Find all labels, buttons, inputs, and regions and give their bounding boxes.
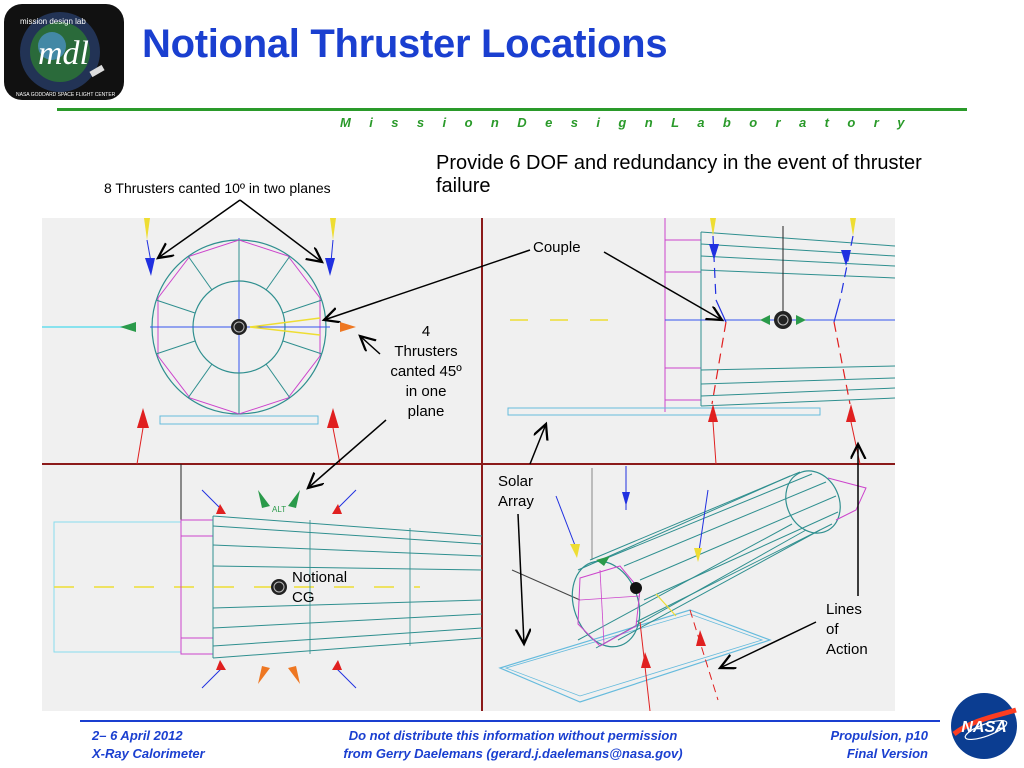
mdl-logo: mdl mission design lab NASA GODDARD SPAC… [4, 4, 124, 100]
logo-ring-top: mission design lab [20, 17, 86, 26]
four-thrusters-label: 4 Thrusters canted 45º in one plane [390, 323, 462, 420]
page-title: Notional Thruster Locations [142, 22, 668, 66]
top-view: ALT [53, 464, 483, 689]
footer-right: Propulsion, p10 Final Version [790, 727, 928, 763]
header-rule [57, 108, 967, 111]
cg-marker-end-view [231, 319, 247, 335]
nasa-logo: NASA [951, 693, 1017, 759]
cg-marker-iso-view [630, 582, 642, 594]
iso-view [498, 466, 867, 712]
callout-arrows [158, 199, 858, 668]
logo-ring-bottom: NASA GODDARD SPACE FLIGHT CENTER [16, 92, 116, 98]
footer-mission: X-Ray Calorimeter [92, 746, 205, 761]
footer-notice-line2: from Gerry Daelemans (gerard.j.daelemans… [343, 746, 683, 761]
side-view [507, 218, 896, 465]
cg-marker-side-view [774, 311, 792, 329]
footer-rule [80, 720, 940, 722]
lines-of-action-label: Lines of Action [826, 601, 868, 658]
footer-notice-line1: Do not distribute this information witho… [348, 728, 678, 743]
footer-left: 2– 6 April 2012 X-Ray Calorimeter [92, 727, 205, 763]
logo-text: mdl [38, 35, 89, 72]
alt-label: ALT [272, 505, 286, 514]
footer-date: 2– 6 April 2012 [92, 728, 183, 743]
cg-marker-top-view [271, 579, 287, 595]
solar-array-label: Solar Array [498, 473, 534, 510]
footer-center: Do not distribute this information witho… [300, 727, 726, 763]
six-dof-note: Provide 6 DOF and redundancy in the even… [436, 152, 922, 197]
eight-thrusters-label: 8 Thrusters canted 10º in two planes [104, 180, 331, 196]
nasa-logo-text: NASA [961, 719, 1006, 736]
footer-page: Propulsion, p10 [830, 728, 928, 743]
footer-version: Final Version [846, 746, 928, 761]
lab-subtitle: M i s s i o n D e s i g n L a b o r a t … [340, 115, 912, 130]
notional-cg-label: Notional CG [292, 569, 348, 606]
couple-label: Couple [533, 239, 581, 256]
end-view [42, 218, 356, 465]
